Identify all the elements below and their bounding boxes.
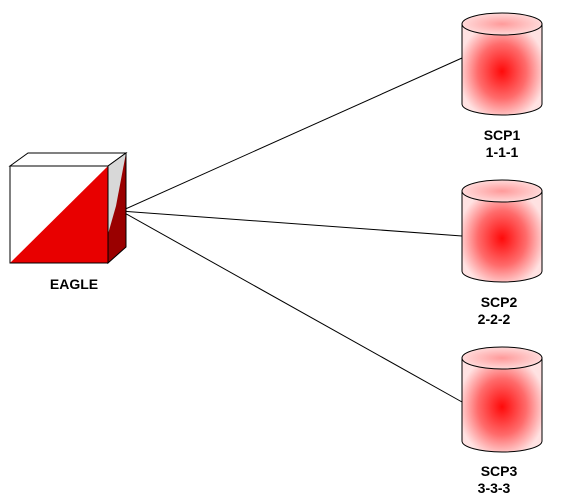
link-eagle-scp1 [120,57,463,212]
scp2-database-icon[interactable] [461,179,543,283]
scp1-database-icon[interactable] [461,12,543,116]
scp1-point-code-label: 1-1-1 [485,144,519,160]
scp2-point-code-label: 2-2-2 [477,311,511,327]
scp3-database-icon[interactable] [461,346,543,453]
link-eagle-scp3 [120,210,463,403]
scp1-name-label: SCP1 [483,127,521,143]
eagle-label: EAGLE [49,276,99,292]
eagle-cube-icon[interactable] [8,152,128,265]
scp2-name-label: SCP2 [480,294,518,310]
scp3-name-label: SCP3 [480,463,518,479]
scp3-point-code-label: 3-3-3 [477,480,511,496]
link-lines [120,57,463,403]
link-eagle-scp2 [120,210,463,237]
